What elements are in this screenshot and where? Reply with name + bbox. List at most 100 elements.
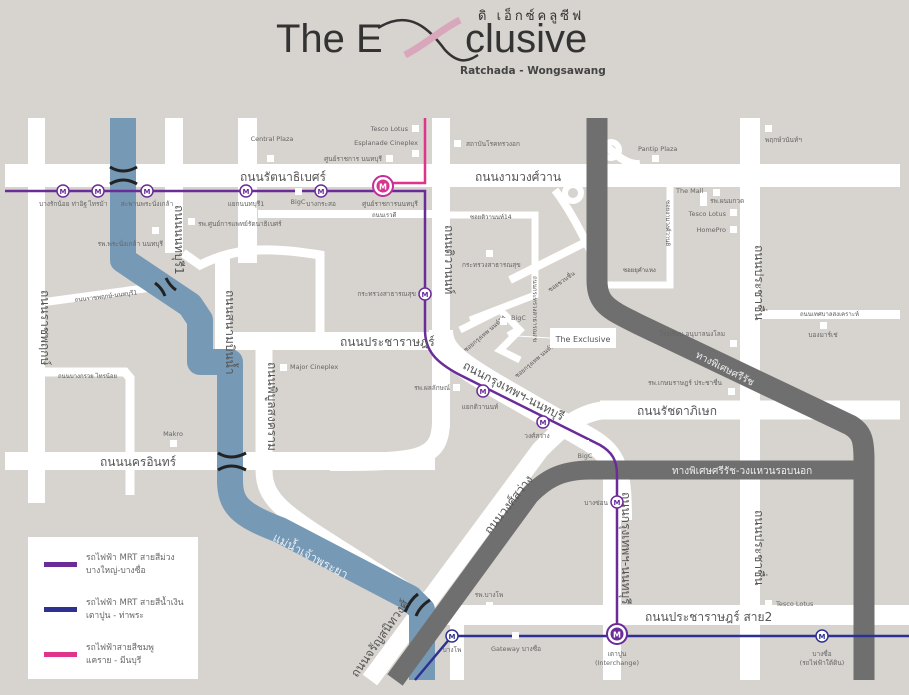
label-krungthep-nonthaburi-south: ถนนกรุงเทพฯ-นนทบุรี (618, 492, 633, 605)
metro-icon: M (95, 188, 102, 196)
landmark-marker (386, 155, 393, 162)
road-rattanathibet (5, 164, 900, 187)
label-prachachuen: ถนนประชาชื่น (752, 245, 768, 320)
road-bangkruai (45, 367, 135, 495)
station-bang-pho[interactable]: M บางโพ (443, 629, 462, 654)
landmark-marker (188, 218, 195, 225)
label-soi-bukhaem: ซอยยุคำแหง (623, 267, 656, 274)
landmark-pantip: Pantip Plaza (638, 145, 677, 153)
station-label: บางโพ (443, 646, 462, 654)
metro-icon: M (819, 633, 826, 641)
landmark-hosp-kasemrad: รพ.เกษมราษฎร์ ประชาชื่น (648, 378, 722, 387)
logo-swoosh-icon (377, 18, 479, 62)
label-ngamwongwan: ถนนงามวงศ์วาน (475, 170, 561, 184)
project-label: The Exclusive (555, 335, 611, 344)
landmarks: Central Plaza Tesco Lotus Esplanade Cine… (98, 125, 838, 653)
station-government-center[interactable]: M ศูนย์ราชการนนทบุรี (362, 175, 418, 208)
station-phra-nang-klao[interactable]: M สะพานพระนั่งเกล้า (121, 184, 174, 208)
metro-icon: M (144, 188, 151, 196)
landmark-marker (170, 440, 177, 447)
landmark-marker (582, 440, 589, 447)
road-soi-ngamwongwan8 (595, 187, 674, 289)
label-phibunsongkhram: ถนนพิบูลสงคราม (264, 362, 279, 451)
landmark-tesco-lotus-3: Tesco Lotus (775, 600, 814, 608)
landmark-homepro: HomePro (696, 226, 726, 234)
road-thetsaban-songkhro (760, 310, 900, 319)
label-soi-ngamwongwan8: ซอยงามวงศ์วาน8 (664, 200, 672, 246)
metro-icon: M (422, 291, 429, 299)
label-ministry-road: ถนนกระทรวงสาธารณสุข (531, 276, 538, 342)
project-site (506, 328, 519, 341)
landmark-marker (280, 364, 287, 371)
logo-title-b: clusive (465, 17, 587, 61)
label-expressway-outer: ทางพิเศษศรีรัช-วงแหวนรอบนอก (672, 465, 812, 477)
landmark-bigc-3: BigC (578, 452, 593, 460)
landmark-pruksa: พฤกษ์วนันท์ฯ (765, 136, 802, 144)
landmark-hosp-phranangklao: รพ.พระนั่งเกล้า นนทบุรี (98, 239, 164, 248)
landmark-marker (765, 600, 772, 607)
station-label: กระทรวงสาธารณสุข (357, 290, 416, 298)
landmark-marker (820, 322, 827, 329)
label-soi-tiwanon14: ซอยติวานนท์14 (470, 213, 512, 221)
station-label: เตาปูน (608, 650, 627, 658)
logo-thai: ดิ เอ็กซ์คลูซีฟ (478, 6, 584, 24)
station-label: ไทรม้า (88, 200, 108, 208)
metro-icon: M (480, 388, 487, 396)
landmark-marker (295, 188, 302, 195)
project-marker[interactable]: The Exclusive (506, 328, 616, 348)
road-wongsawang (362, 401, 611, 686)
legend-swatch-pink (44, 652, 77, 657)
logo-swoosh-pink-icon (403, 16, 462, 59)
landmark-chest-institute: สถาบันโรคทรวงอก (466, 140, 520, 148)
landmark-bigc-2: BigC (511, 314, 526, 322)
legend-label: รถไฟฟ้า MRT สายสีน้ำเงิน (86, 596, 184, 608)
road-nonthaburi1-south (215, 255, 230, 350)
bridges (109, 165, 431, 617)
station-ministry-health[interactable]: M กระทรวงสาธารณสุข (357, 287, 432, 301)
landmark-hosp-pholakshmi: รพ.ผลลักษณ์ (414, 384, 450, 392)
station-label: สะพานพระนั่งเกล้า (121, 199, 174, 208)
chao-phraya-river (110, 118, 435, 680)
label-sanambinnam: ถนนสนามบินน้ำ (223, 290, 239, 375)
logo-title-a: The E (276, 17, 383, 61)
road-connector (329, 419, 450, 471)
road-soi-tiwanon14 (450, 211, 539, 324)
metro-icon: M (540, 419, 547, 427)
label-ratchaphruek: ถนนราชพฤกษ์ (38, 290, 52, 366)
legend-label: รถไฟฟ้าสายสีชมพู (86, 642, 154, 653)
label-pracharat: ถนนประชาราษฎร์ (340, 335, 435, 349)
landmark-ministry: กระทรวงสาธารณสุข (462, 261, 521, 269)
landmark-hosp-bangpho: รพ.บางโพ (475, 591, 504, 599)
landmark-marker (267, 155, 274, 162)
pink-line (393, 118, 427, 185)
station-sai-ma[interactable]: M ไทรม้า (88, 184, 108, 208)
landmark-hospital-ngamwongwan: รพ.ผนมกวด (710, 197, 744, 205)
landmark-marker (412, 125, 419, 132)
landmark-marker (730, 209, 737, 216)
road-soi-chomsang (508, 236, 592, 284)
metro-icon: M (449, 633, 456, 641)
station-label: ศูนย์ราชการนนทบุรี (362, 200, 418, 208)
legend-label: เตาปูน - ท่าพระ (86, 611, 144, 621)
landmark-marker (713, 189, 720, 196)
project-pointer (516, 335, 551, 339)
metro-icon: M (379, 183, 387, 192)
station-label: บางซ่อน (584, 499, 608, 507)
landmark-marker (730, 226, 737, 233)
station-label: บางรักน้อย ท่าอิฐ (39, 200, 87, 208)
bridge-icon (109, 165, 138, 186)
landmark-marker (500, 318, 507, 325)
legend-label: บางใหญ่-บางซื่อ (86, 564, 146, 576)
road-spur (450, 605, 464, 680)
project-label-box (550, 328, 616, 348)
landmark-gov-center: ศูนย์ราชการ นนทบุรี (324, 155, 382, 163)
landmark-gateway: Gateway บางซื่อ (491, 644, 541, 653)
